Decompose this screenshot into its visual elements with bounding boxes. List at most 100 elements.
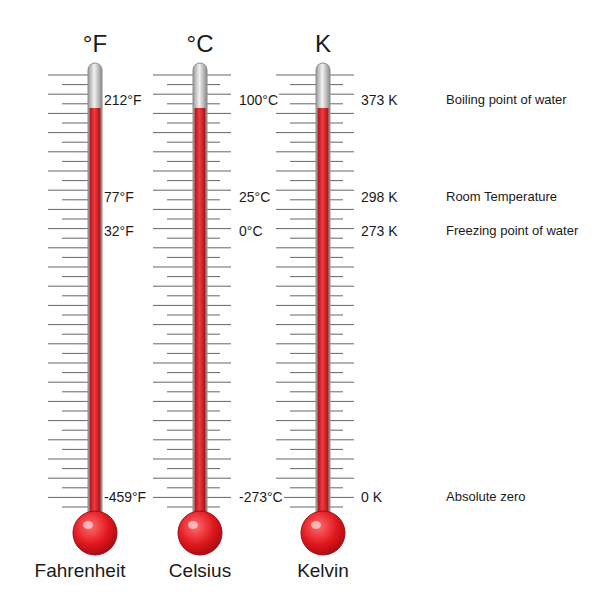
tick-mark: [207, 75, 231, 76]
tick-mark: [330, 430, 343, 431]
tick-mark: [167, 276, 193, 277]
tick-mark: [167, 180, 193, 181]
tick-mark: [207, 199, 220, 200]
tick-mark: [276, 113, 316, 114]
tick-mark: [48, 94, 88, 95]
tick-mark: [167, 391, 193, 392]
tick-mark: [207, 123, 220, 124]
reference-label: Absolute zero: [445, 490, 527, 505]
tick-mark: [62, 334, 88, 335]
tick-mark: [48, 286, 88, 287]
tick-mark: [290, 391, 316, 392]
tick-mark: [167, 449, 193, 450]
tick-mark: [62, 315, 88, 316]
tick-mark: [290, 315, 316, 316]
scale-unit: K: [314, 30, 332, 58]
tick-mark: [330, 468, 343, 469]
tick-mark: [153, 439, 193, 440]
tick-mark: [207, 219, 220, 220]
temperature-value: 25°C: [238, 189, 271, 205]
temperature-value: 32°F: [103, 223, 135, 239]
tick-mark: [330, 315, 343, 316]
tick-mark: [207, 180, 220, 181]
glass-tube: [88, 63, 102, 523]
tick-mark: [276, 459, 316, 460]
temperature-value: 298 K: [360, 189, 399, 205]
tick-mark: [62, 219, 88, 220]
tick-mark: [48, 343, 88, 344]
tick-mark: [276, 228, 316, 229]
tick-mark: [207, 161, 220, 162]
temperature-value: 77°F: [103, 189, 135, 205]
tick-mark: [48, 324, 88, 325]
tick-mark: [207, 142, 220, 143]
tick-mark: [153, 497, 193, 498]
tick-mark: [62, 430, 88, 431]
tick-mark: [330, 343, 354, 344]
tick-mark: [330, 401, 354, 402]
tick-mark: [330, 161, 343, 162]
tick-mark: [167, 487, 193, 488]
tick-mark: [207, 363, 231, 364]
tick-mark: [207, 478, 231, 479]
tick-mark: [207, 315, 220, 316]
tick-mark: [290, 411, 316, 412]
tick-mark: [207, 411, 220, 412]
tick-mark: [290, 334, 316, 335]
tick-mark: [167, 199, 193, 200]
glass-tube: [193, 63, 207, 523]
tick-mark: [330, 334, 343, 335]
scale-unit: °F: [82, 30, 108, 58]
tick-mark: [290, 84, 316, 85]
tick-mark: [167, 430, 193, 431]
tick-mark: [62, 353, 88, 354]
temperature-value: 0°C: [238, 223, 264, 239]
tick-mark: [330, 228, 354, 229]
tick-mark: [276, 132, 316, 133]
tick-mark: [207, 305, 231, 306]
tick-mark: [167, 507, 193, 508]
tick-mark: [207, 324, 231, 325]
thermometer: [178, 63, 222, 555]
tick-mark: [153, 113, 193, 114]
tick-mark: [290, 295, 316, 296]
tick-mark: [330, 123, 343, 124]
temperature-value: 373 K: [360, 92, 399, 108]
tick-mark: [207, 190, 231, 191]
tick-mark: [330, 180, 343, 181]
tick-mark: [290, 449, 316, 450]
tick-mark: [330, 420, 354, 421]
tick-mark: [153, 305, 193, 306]
tick-mark: [276, 439, 316, 440]
tick-mark: [276, 343, 316, 344]
tick-mark: [48, 305, 88, 306]
tick-mark: [48, 75, 88, 76]
tick-mark: [330, 439, 354, 440]
tick-mark: [330, 411, 343, 412]
tick-mark: [330, 391, 343, 392]
tick-mark: [62, 411, 88, 412]
red-column: [90, 108, 101, 523]
tick-mark: [330, 75, 354, 76]
tick-mark: [153, 75, 193, 76]
red-column: [318, 108, 329, 523]
tick-mark: [207, 420, 231, 421]
temperature-value: 273 K: [360, 223, 399, 239]
tick-mark: [207, 113, 231, 114]
tick-mark: [48, 151, 88, 152]
tick-mark: [330, 449, 343, 450]
tick-mark: [62, 449, 88, 450]
tick-mark: [207, 94, 231, 95]
tick-mark: [290, 507, 316, 508]
tick-mark: [207, 343, 231, 344]
tick-mark: [330, 190, 354, 191]
tick-mark: [153, 247, 193, 248]
tick-mark: [207, 353, 220, 354]
tick-mark: [62, 161, 88, 162]
tick-mark: [207, 132, 231, 133]
tick-mark: [330, 257, 343, 258]
tick-mark: [207, 286, 231, 287]
tick-mark: [167, 84, 193, 85]
bulb-highlight: [188, 521, 198, 529]
